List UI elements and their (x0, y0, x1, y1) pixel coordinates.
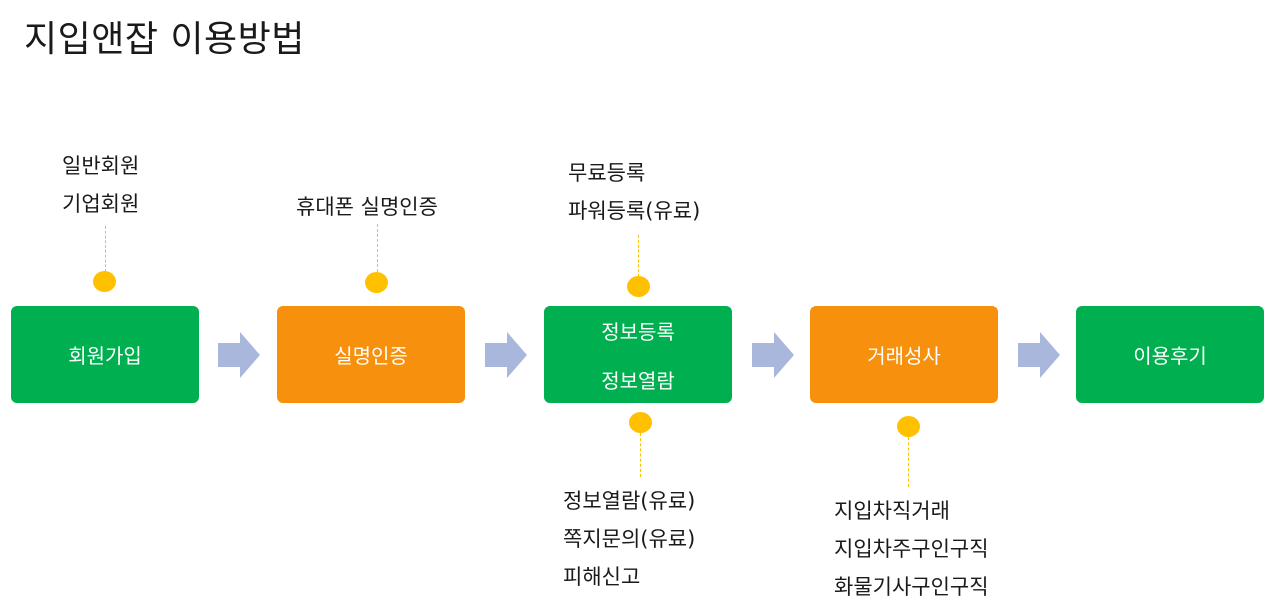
step-label: 실명인증 (334, 344, 408, 368)
note-deal: 지입차직거래 지입차주구인구직 화물기사구인구직 (834, 492, 989, 606)
step-verify: 실명인증 (277, 306, 465, 403)
note-deal-line: 지입차직거래 (834, 499, 950, 523)
note-register-line: 파워등록(유료) (568, 199, 701, 223)
step-label: 거래성사 (867, 344, 941, 368)
step-label: 정보열람 (601, 368, 675, 393)
note-browse-line: 정보열람(유료) (563, 489, 696, 513)
note-deal-line: 지입차주구인구직 (834, 537, 989, 561)
note-deal-line: 화물기사구인구직 (834, 575, 989, 599)
connector-line (908, 437, 909, 487)
connector-line (640, 433, 641, 477)
note-signup-line: 기업회원 (62, 192, 140, 216)
arrow-right-icon (485, 332, 527, 378)
note-signup: 일반회원 기업회원 (62, 147, 139, 223)
arrow-right-icon (752, 332, 794, 378)
note-browse-line: 쪽지문의(유료) (563, 527, 696, 551)
note-browse-line: 피해신고 (563, 565, 641, 589)
note-verify: 휴대폰 실명인증 (296, 188, 438, 226)
arrow-right-icon (1018, 332, 1060, 378)
connector-dot (629, 412, 652, 433)
step-deal: 거래성사 (810, 306, 998, 403)
connector-dot (93, 271, 116, 292)
step-label: 회원가입 (68, 344, 142, 368)
connector-line (105, 226, 106, 272)
note-signup-line: 일반회원 (62, 154, 140, 178)
connector-dot (897, 416, 920, 437)
note-browse: 정보열람(유료) 쪽지문의(유료) 피해신고 (563, 482, 695, 596)
connector-line (377, 224, 378, 272)
arrow-right-icon (218, 332, 260, 378)
step-label: 정보등록 (601, 319, 675, 344)
step-review: 이용후기 (1076, 306, 1264, 403)
connector-dot (365, 272, 388, 293)
note-register: 무료등록 파워등록(유료) (568, 154, 700, 230)
note-verify-line: 휴대폰 실명인증 (296, 195, 438, 219)
step-register-browse: 정보등록 정보열람 (544, 306, 732, 403)
step-label: 이용후기 (1133, 344, 1207, 368)
connector-dot (627, 276, 650, 297)
page-title: 지입앤잡 이용방법 (24, 19, 305, 60)
connector-line (638, 235, 639, 277)
step-signup: 회원가입 (11, 306, 199, 403)
note-register-line: 무료등록 (568, 161, 646, 185)
